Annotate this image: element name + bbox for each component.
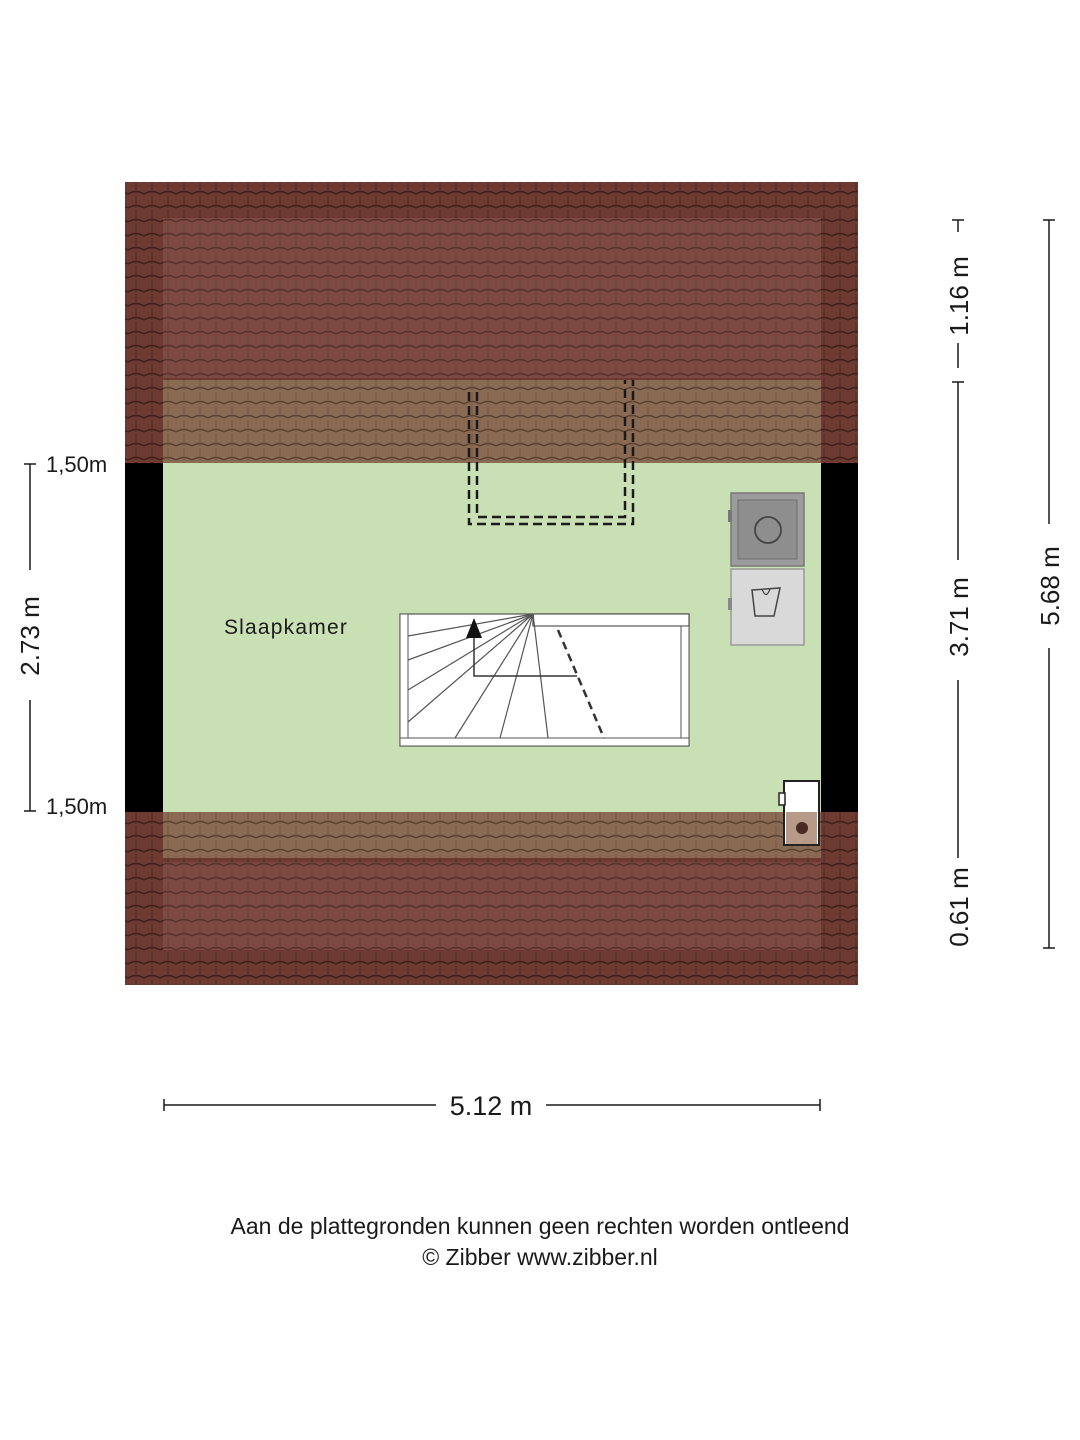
depth-total-label: 5.68 m — [1035, 546, 1065, 626]
width-total-label: 5.12 m — [450, 1091, 533, 1121]
depth-top-label: 1.16 m — [944, 256, 974, 336]
low-ceiling-zone-top — [163, 380, 821, 463]
wall-right — [821, 463, 858, 812]
wall-left — [125, 463, 163, 812]
staircase — [399, 613, 690, 747]
height-top-label: 1,50m — [46, 452, 107, 477]
depth-bottom-label: 0.61 m — [944, 867, 974, 947]
dimension-chain-right — [952, 219, 964, 858]
low-ceiling-zone-bottom — [163, 812, 821, 858]
dimension-total-depth — [1043, 219, 1055, 949]
roof-lower-panel — [163, 862, 821, 950]
dimension-total-width — [163, 1099, 821, 1111]
dimension-room-depth-label: 2.73 m — [15, 596, 45, 676]
dormer-outline — [467, 380, 635, 526]
washing-machine-icon — [728, 492, 805, 567]
credit-text: © Zibber www.zibber.nl — [422, 1244, 658, 1270]
dryer-icon — [728, 568, 805, 646]
room-label: Slaapkamer — [224, 616, 348, 639]
boiler-icon — [778, 780, 820, 846]
roof-upper-panel — [163, 218, 821, 378]
height-bottom-label: 1,50m — [46, 794, 107, 819]
stair-direction-arrow — [466, 618, 482, 638]
disclaimer-text: Aan de plattegronden kunnen geen rechten… — [230, 1213, 850, 1239]
depth-middle-label: 3.71 m — [944, 577, 974, 657]
dimension-room-depth — [24, 463, 36, 812]
